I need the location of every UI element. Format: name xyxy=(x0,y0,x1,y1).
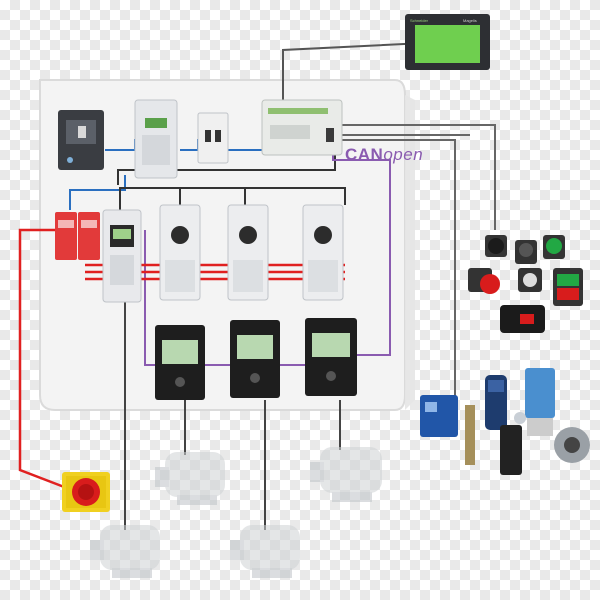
plc-controller xyxy=(261,99,343,156)
motor-starter-1 xyxy=(159,204,201,301)
miniature-breaker xyxy=(197,112,229,164)
motor-cables xyxy=(124,300,341,530)
speed-drive-1 xyxy=(155,325,205,400)
motor-3 xyxy=(230,525,300,578)
motor-1 xyxy=(90,525,160,578)
speed-drive-2 xyxy=(230,320,280,398)
canopen-label: CANopen xyxy=(345,145,423,165)
motor-controller-module xyxy=(102,209,142,303)
motor-starter-3 xyxy=(302,204,344,301)
motor-4 xyxy=(310,447,382,502)
emergency-stop-station xyxy=(62,472,110,512)
field-cables xyxy=(335,124,496,400)
hmi-cable xyxy=(282,41,446,105)
canopen-label-strong: CAN xyxy=(345,145,384,164)
circuit-breaker xyxy=(58,110,104,170)
power-supply xyxy=(134,99,178,179)
safety-relays xyxy=(55,212,100,260)
motor-starter-2 xyxy=(227,204,269,301)
canopen-label-light: open xyxy=(383,145,424,164)
sensors xyxy=(420,368,590,475)
hmi-model-text: Magelis xyxy=(463,18,477,23)
pilot-devices xyxy=(468,235,583,333)
motor-2 xyxy=(155,452,225,505)
hmi-brand-text: Schneider xyxy=(410,18,429,23)
speed-drive-3 xyxy=(305,318,357,396)
hmi-touch-panel: Schneider Magelis xyxy=(405,14,490,70)
